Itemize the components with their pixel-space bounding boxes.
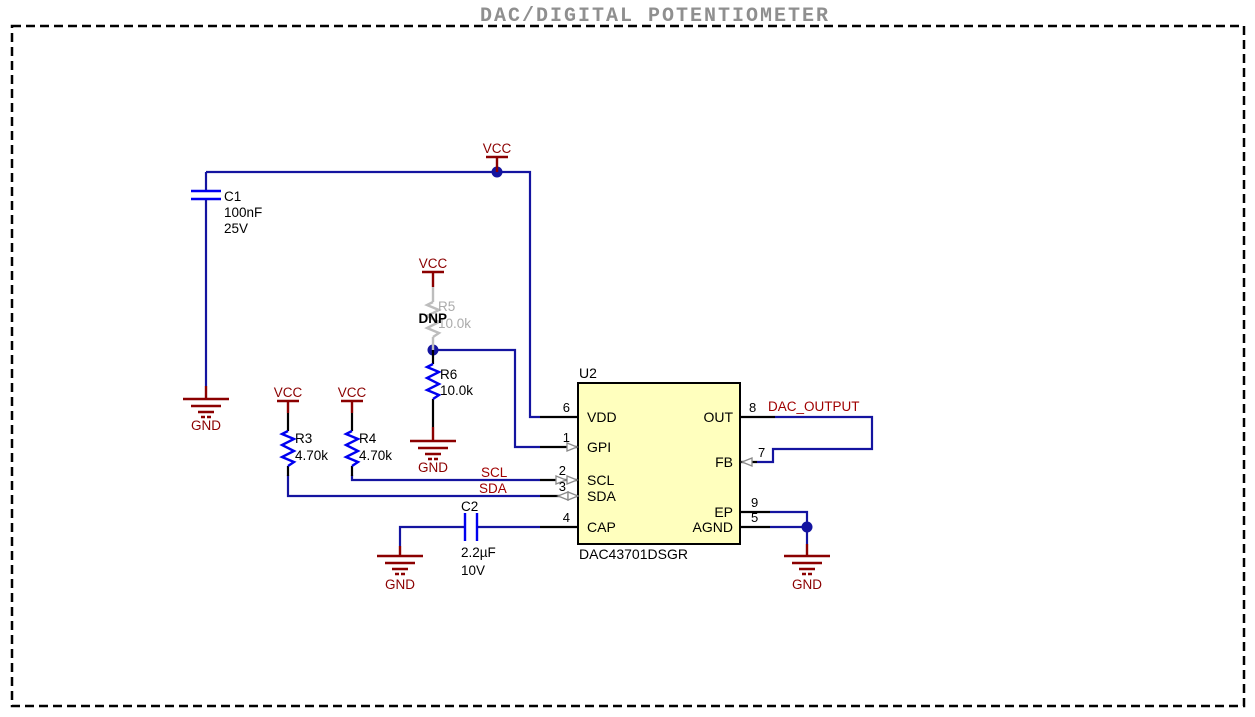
- gnd-icon: [784, 544, 830, 576]
- r5-ref: R5: [438, 299, 455, 314]
- r4-value: 4.70k: [359, 448, 392, 463]
- pin-name-agnd: AGND: [693, 519, 733, 535]
- vcc-bar-icon: [341, 399, 363, 413]
- pin-name-sda: SDA: [587, 488, 616, 504]
- pin-name-ep: EP: [714, 504, 733, 520]
- component-c2[interactable]: C2 2.2µF 10V: [461, 499, 496, 578]
- c1-ref: C1: [224, 189, 241, 204]
- pin-name-out: OUT: [703, 409, 733, 425]
- r3-ref: R3: [295, 431, 312, 446]
- gnd-symbol-agnd[interactable]: GND: [784, 544, 830, 592]
- vcc-bar-icon: [422, 270, 444, 287]
- pin-number: 6: [563, 400, 570, 415]
- page-title: DAC/DIGITAL POTENTIOMETER: [480, 5, 830, 28]
- c1-voltage: 25V: [224, 221, 248, 236]
- pin-name-scl: SCL: [587, 472, 614, 488]
- input-arrow-icon: [566, 475, 579, 485]
- wire-gpi: [433, 348, 540, 449]
- gnd-symbol-c2[interactable]: GND: [377, 546, 423, 592]
- wire-agnd: [770, 525, 809, 544]
- u2-ref: U2: [579, 365, 597, 381]
- c2-voltage: 10V: [461, 563, 485, 578]
- pin-name-gpi: GPI: [587, 439, 611, 455]
- r5-value: 10.0k: [438, 316, 471, 331]
- resistor-icon: [279, 429, 297, 467]
- r4-ref: R4: [359, 431, 377, 446]
- input-arrow-icon: [555, 475, 568, 485]
- schematic-border: [10, 24, 1246, 708]
- gnd-icon: [410, 427, 456, 461]
- r6-value: 10.0k: [440, 383, 473, 398]
- vcc-symbol-r5[interactable]: VCC: [419, 256, 448, 287]
- vcc-label: VCC: [274, 385, 303, 400]
- wire-sda: [286, 475, 540, 498]
- resistor-icon: [343, 429, 361, 467]
- resistor-icon: [424, 362, 442, 400]
- vcc-label: VCC: [338, 385, 367, 400]
- component-r3[interactable]: R3 4.70k: [279, 413, 328, 476]
- vcc-symbol-top[interactable]: VCC: [483, 141, 512, 172]
- ic-body[interactable]: [577, 382, 741, 545]
- resistor-icon: [424, 300, 442, 338]
- pin-number: 1: [563, 430, 570, 445]
- pin-name-fb: FB: [715, 454, 733, 470]
- gnd-symbol-r6[interactable]: GND: [410, 427, 456, 475]
- gnd-label: GND: [792, 577, 822, 592]
- net-label-scl[interactable]: SCL: [481, 465, 508, 480]
- pin-number: 5: [751, 510, 758, 525]
- pin-name-cap: CAP: [587, 519, 616, 535]
- u2-part-number: DAC43701DSGR: [579, 546, 688, 562]
- bidir-arrow-icon: [567, 491, 580, 501]
- net-label-dac-output[interactable]: DAC_OUTPUT: [768, 399, 860, 414]
- pin-number: 2: [559, 463, 566, 478]
- input-arrow-icon: [566, 442, 579, 452]
- vcc-bar-icon: [277, 399, 299, 413]
- vcc-label: VCC: [419, 256, 448, 271]
- r3-value: 4.70k: [295, 448, 328, 463]
- gnd-icon: [183, 386, 229, 419]
- vcc-label: VCC: [483, 141, 512, 156]
- component-r5[interactable]: R5 10.0k DNP: [418, 287, 471, 350]
- gnd-label: GND: [418, 460, 448, 475]
- gnd-icon: [377, 546, 423, 576]
- r5-dnp-note: DNP: [418, 311, 447, 326]
- wire-ep: [770, 510, 809, 527]
- wire-c2-left: [398, 525, 465, 546]
- pin-number: 4: [563, 510, 570, 525]
- gnd-label: GND: [385, 577, 415, 592]
- component-r4[interactable]: R4 4.70k: [343, 413, 392, 476]
- vcc-bar-icon: [486, 155, 508, 172]
- wire-dac-output: [757, 415, 874, 464]
- input-arrow-icon: [740, 457, 753, 467]
- pin-name-vdd: VDD: [587, 409, 617, 425]
- component-r6[interactable]: R6 10.0k: [424, 350, 473, 427]
- pin-number: 9: [751, 495, 758, 510]
- net-wires: [204, 166, 874, 546]
- pin-number: 7: [758, 445, 765, 460]
- net-label-sda[interactable]: SDA: [479, 481, 507, 496]
- component-c1[interactable]: C1 100nF 25V: [191, 189, 262, 236]
- c1-value: 100nF: [224, 205, 262, 220]
- capacitor-icon: [463, 513, 479, 541]
- c2-value: 2.2µF: [461, 545, 496, 560]
- pin-number: 8: [749, 400, 756, 415]
- junction-dot: [801, 521, 813, 533]
- c2-ref: C2: [461, 499, 478, 514]
- component-u2[interactable]: U2 DAC43701DSGR 6 1 2 3 4 8 7 9 5 VDD GP…: [540, 365, 775, 562]
- r6-ref: R6: [440, 367, 457, 382]
- vcc-symbol-r3[interactable]: VCC: [274, 385, 303, 413]
- gnd-label: GND: [191, 418, 221, 433]
- pin-number: 3: [559, 479, 566, 494]
- wire-scl: [350, 475, 540, 482]
- capacitor-icon: [191, 189, 221, 201]
- gnd-symbol-c1[interactable]: GND: [183, 386, 229, 433]
- wire-vcc-rail: [206, 170, 540, 419]
- vcc-symbol-r4[interactable]: VCC: [338, 385, 367, 413]
